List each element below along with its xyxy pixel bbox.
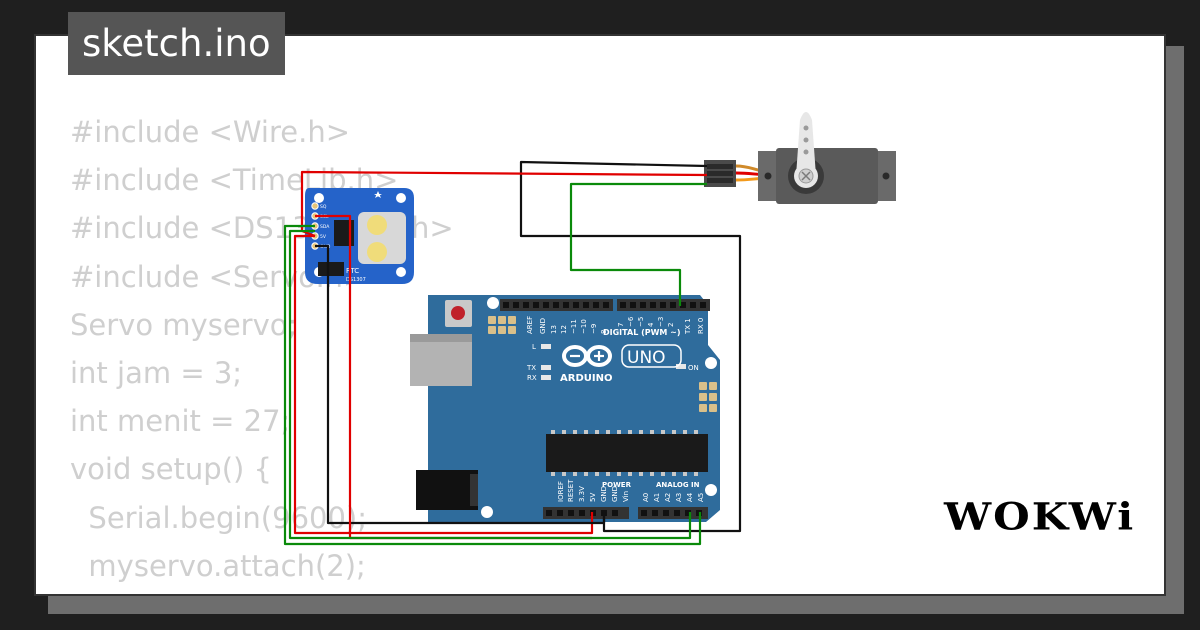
- code-line: int jam = 3;: [70, 355, 243, 390]
- wires: [283, 160, 742, 546]
- svg-text:AREF: AREF: [526, 316, 534, 334]
- svg-text:5V: 5V: [589, 493, 597, 502]
- led-on-label: ON: [688, 364, 699, 372]
- svg-text:4: 4: [647, 322, 655, 327]
- svg-text:2: 2: [667, 323, 675, 327]
- svg-text:~10: ~10: [580, 319, 588, 334]
- rtc-module[interactable]: RTC DS1307 SQ SCL SDA 5V GND: [305, 188, 414, 284]
- svg-text:RX 0: RX 0: [697, 318, 705, 334]
- svg-text:12: 12: [560, 325, 568, 334]
- svg-text:~3: ~3: [657, 317, 665, 327]
- analog-header-label: ANALOG IN: [656, 481, 700, 489]
- wokwi-logo: WOKWi: [944, 494, 1136, 539]
- svg-text:A2: A2: [664, 493, 672, 502]
- code-line: void setup() {: [70, 452, 272, 487]
- wire-rtc-scl: [288, 229, 692, 540]
- board-brand: ARDUINO: [560, 373, 612, 384]
- code-line: int menit = 27;: [70, 404, 291, 439]
- servo-horn: [796, 112, 816, 176]
- code-line: myservo.attach(2);: [70, 548, 366, 583]
- code-line: #include <TimeLib.h>: [70, 163, 399, 198]
- code-line: #include <Wire.h>: [70, 115, 351, 149]
- wire-rtc-gnd: [315, 244, 606, 525]
- arduino-logo-icon: [562, 345, 612, 367]
- svg-text:~6: ~6: [627, 316, 635, 327]
- rtc-label: RTC: [346, 267, 359, 275]
- led-rx-label: RX: [527, 374, 537, 382]
- wire-servo-5v: [300, 170, 708, 238]
- wire-servo-gnd: [519, 160, 742, 533]
- svg-text:7: 7: [617, 323, 625, 327]
- svg-text:~9: ~9: [590, 324, 598, 334]
- power-header-label: POWER: [602, 481, 632, 489]
- code-line: Serial.begin(9600);: [70, 500, 368, 535]
- servo-motor[interactable]: [704, 112, 896, 204]
- rtc-chip-label: DS1307: [346, 277, 366, 283]
- svg-text:GND: GND: [539, 318, 547, 334]
- digital-header-label: DIGITAL (PWM ~): [603, 328, 681, 337]
- svg-text:TX 1: TX 1: [684, 318, 692, 335]
- led-l: [541, 344, 551, 349]
- svg-text:RESET: RESET: [567, 479, 575, 502]
- led-rx: [541, 375, 551, 380]
- svg-text:5V: 5V: [320, 234, 327, 240]
- svg-text:A5: A5: [697, 493, 705, 502]
- led-tx: [541, 365, 551, 370]
- led-l-label: L: [532, 343, 536, 351]
- svg-text:A3: A3: [675, 493, 683, 502]
- svg-text:SQ: SQ: [320, 204, 327, 210]
- svg-text:SDA: SDA: [320, 224, 330, 230]
- usb-connector: [410, 334, 472, 386]
- wire-rtc-5v: [293, 234, 594, 535]
- svg-text:A0: A0: [642, 493, 650, 502]
- svg-text:~11: ~11: [570, 319, 578, 334]
- led-tx-label: TX: [526, 364, 536, 372]
- svg-text:A1: A1: [653, 493, 661, 502]
- svg-text:3.3V: 3.3V: [578, 486, 586, 502]
- svg-text:Vin: Vin: [622, 491, 630, 502]
- svg-text:IOREF: IOREF: [557, 481, 565, 502]
- uno-badge: [621, 344, 682, 368]
- svg-text:13: 13: [550, 325, 558, 334]
- svg-text:GND: GND: [600, 486, 608, 502]
- svg-text:8: 8: [600, 330, 608, 334]
- power-header: [543, 507, 629, 519]
- svg-text:A4: A4: [686, 492, 694, 502]
- digital-pin-labels: AREF GND 13 12 ~11 ~10 ~9 8 7 ~6 ~5 4 ~3…: [526, 316, 705, 335]
- svg-text:~5: ~5: [637, 317, 645, 327]
- code-line: Servo myservo;: [70, 307, 298, 342]
- analog-pin-labels: A0 A1 A2 A3 A4 A5: [642, 492, 705, 502]
- svg-text:GND: GND: [611, 486, 619, 502]
- led-on: [676, 364, 686, 369]
- wire-rtc-sda: [283, 224, 702, 546]
- power-pin-labels: IOREF RESET 3.3V 5V GND GND Vin: [557, 479, 630, 502]
- sketch-title: sketch.ino: [68, 12, 285, 75]
- arduino-uno-board[interactable]: AREF GND 13 12 ~11 ~10 ~9 8 7 ~6 ~5 4 ~3…: [410, 295, 720, 522]
- star-logo-icon: [374, 191, 382, 198]
- board-model: UNO: [627, 348, 666, 368]
- wire-servo-signal: [569, 182, 707, 306]
- power-jack: [416, 470, 478, 510]
- microcontroller-chip: [546, 434, 708, 472]
